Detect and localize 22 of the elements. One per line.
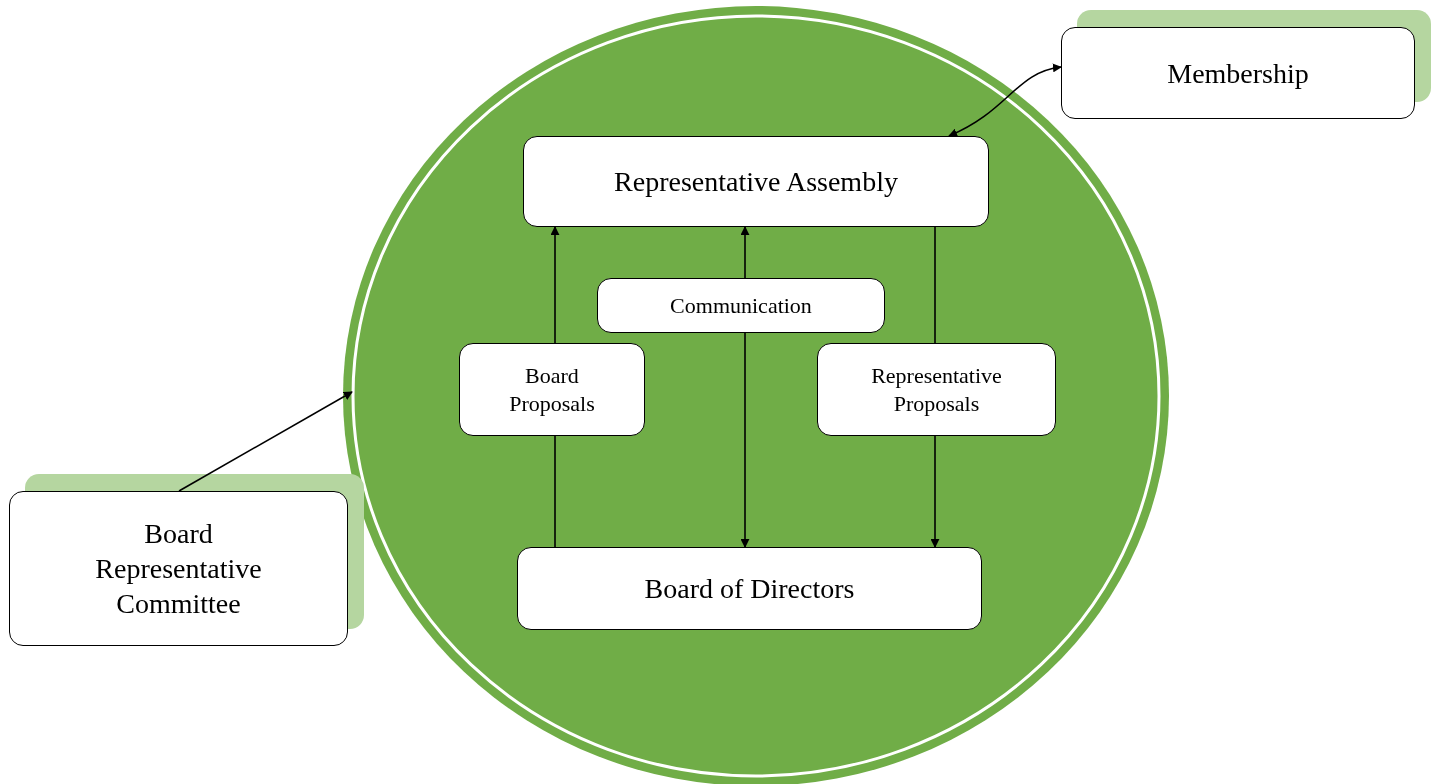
process-box xyxy=(1061,27,1415,119)
process-box xyxy=(523,136,989,227)
process-box xyxy=(597,278,885,333)
process-box xyxy=(459,343,645,436)
process-box xyxy=(517,547,982,630)
arrow xyxy=(550,226,560,344)
box-label: Board of Directors xyxy=(644,572,855,606)
arrow xyxy=(178,391,353,492)
connector-line xyxy=(554,435,556,548)
arrow xyxy=(740,332,750,548)
connector-line xyxy=(934,226,936,344)
box-label: Representative Proposals xyxy=(870,362,1003,417)
box-label: Board Representative Committee xyxy=(94,517,263,621)
box-label: Board Proposals xyxy=(508,362,596,417)
box-label: Communication xyxy=(670,291,812,320)
process-box xyxy=(9,491,348,646)
process-box xyxy=(817,343,1056,436)
arrow xyxy=(740,226,750,279)
box-label: Representative Assembly xyxy=(614,165,898,199)
box-label: Membership xyxy=(1167,56,1309,91)
arrow xyxy=(930,435,940,548)
arrow xyxy=(948,64,1062,137)
